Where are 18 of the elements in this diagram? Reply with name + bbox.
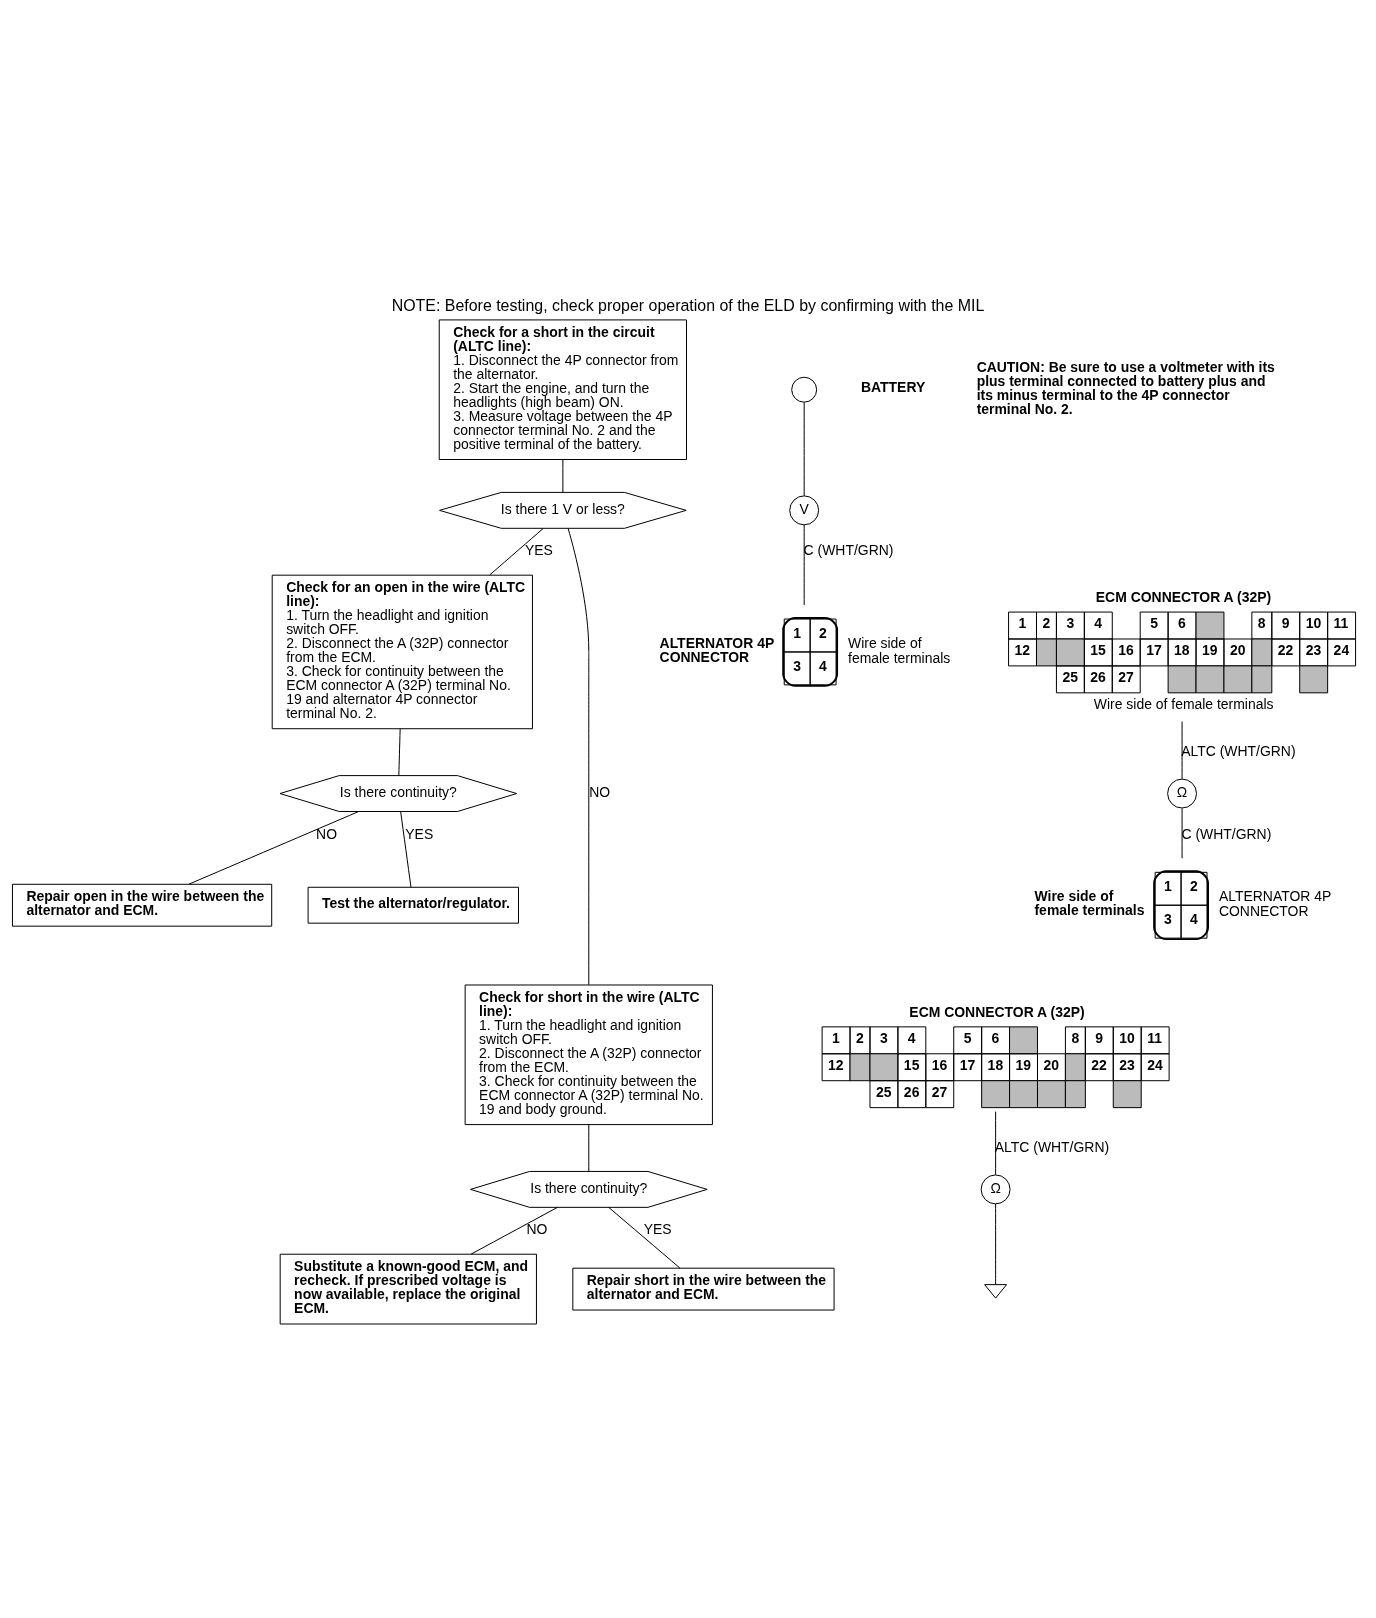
edge-label: ALTC (WHT/GRN): [1181, 742, 1296, 759]
node-label: ALTERNATOR 4P CONNECTOR: [1218, 888, 1332, 920]
node-label: Wire side of female terminals: [1093, 695, 1274, 712]
edge-label: YES: [405, 825, 434, 842]
edge-label: C (WHT/GRN): [1181, 825, 1272, 842]
node-label: ECM CONNECTOR A (32P): [909, 1004, 1085, 1021]
edge-label: NO: [526, 1221, 548, 1238]
node-label: ALTERNATOR 4P CONNECTOR: [659, 635, 775, 666]
node-label: ECM CONNECTOR A (32P): [1095, 589, 1272, 606]
edge-label: YES: [524, 542, 553, 559]
label: BATTERY: [861, 379, 926, 396]
node-label: Wire side of female terminals: [1034, 888, 1145, 919]
diagram-title: NOTE: Before testing, check proper operation of the ELD by confirming with the MIL: [391, 296, 985, 314]
edge-label: NO: [316, 825, 337, 842]
node-label: Wire side of female terminals: [848, 635, 951, 667]
label: CAUTION: Be sure to use a voltmeter with its plus terminal connected to battery plus and its minus terminal to the 4P connector terminal No. 2.: [976, 358, 1275, 417]
edge-label: YES: [643, 1221, 672, 1238]
edge-label: NO: [589, 784, 611, 801]
